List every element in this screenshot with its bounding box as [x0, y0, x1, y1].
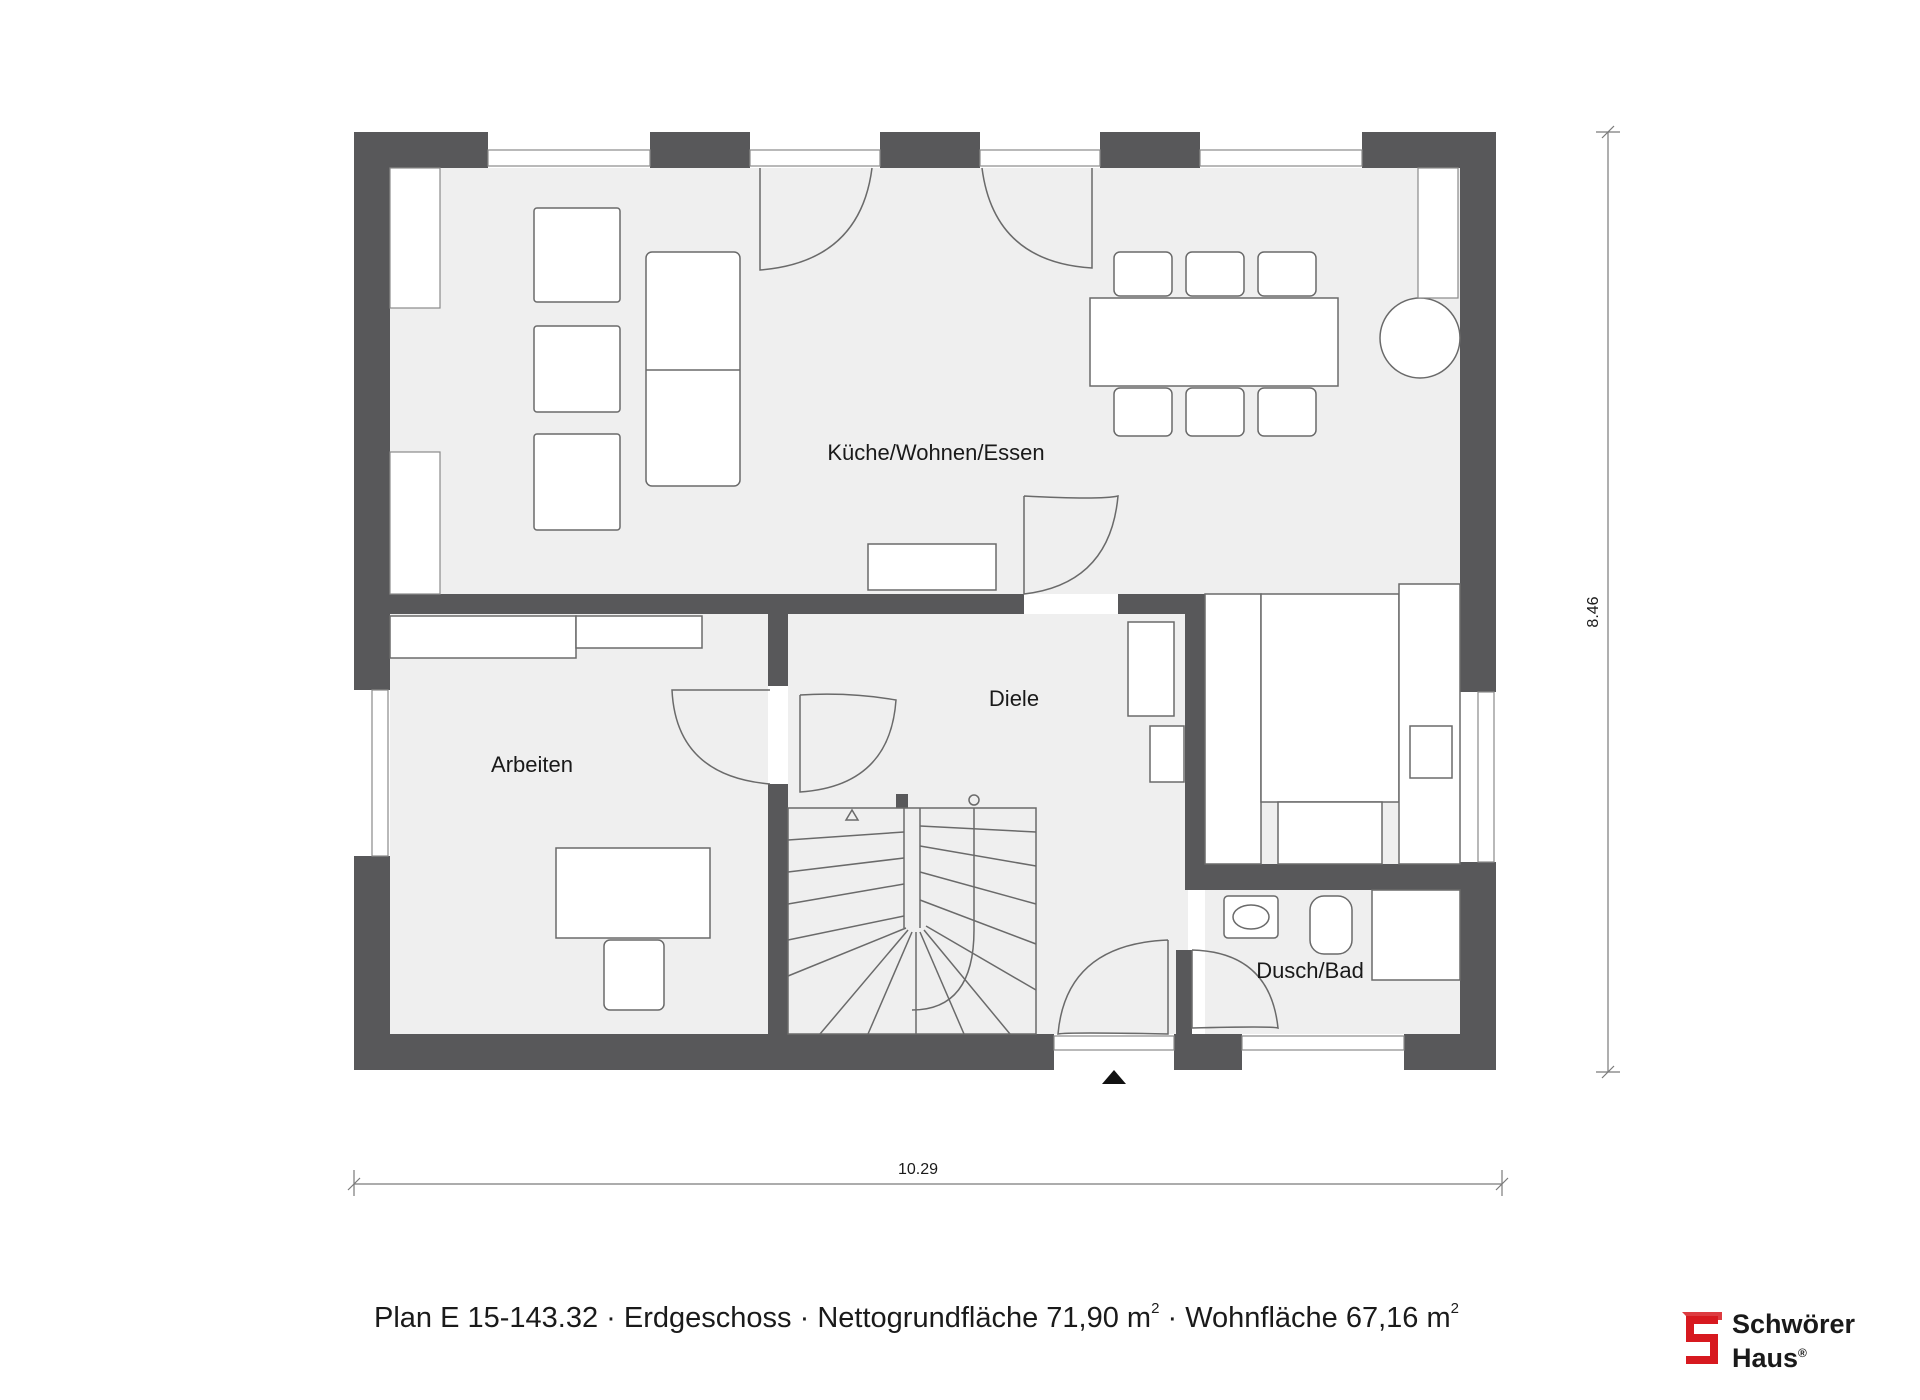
doors	[671, 167, 1279, 1084]
logo-line1: Schwörer	[1732, 1309, 1856, 1339]
unit-exponent: 2	[1151, 1300, 1160, 1317]
unit-exponent: 2	[1450, 1300, 1459, 1317]
plan-caption: Plan E 15-143.32 · Erdgeschoss · Nettogr…	[374, 1300, 1459, 1335]
staircase	[787, 794, 1037, 1035]
exterior-walls	[354, 132, 1496, 1070]
brand-logo: Schwörer Haus®	[1680, 1310, 1895, 1373]
room-label-living: Küche/Wohnen/Essen	[827, 440, 1044, 465]
registered-mark: ®	[1798, 1346, 1807, 1360]
caption-separator: ·	[791, 1302, 818, 1334]
kitchen	[1127, 583, 1461, 865]
study-furniture	[389, 615, 711, 1011]
dimension-depth: 8.46	[1585, 125, 1620, 1079]
caption-separator: ·	[598, 1302, 624, 1334]
logo-line2: Haus	[1732, 1343, 1799, 1373]
caption-separator: ·	[1159, 1302, 1186, 1334]
caption-living-area: Wohnfläche 67,16 m	[1185, 1302, 1451, 1334]
logo-text: Schwörer Haus®	[1732, 1310, 1855, 1373]
caption-net-area: Nettogrundfläche 71,90 m	[817, 1302, 1152, 1334]
dimension-width-label: 10.29	[898, 1161, 938, 1178]
dimension-width: 10.29	[347, 1161, 1509, 1196]
windows	[371, 149, 1495, 1051]
caption-floor: Erdgeschoss	[623, 1302, 792, 1334]
interior-walls	[390, 594, 1496, 1034]
room-labels: Küche/Wohnen/Essen Diele Arbeiten Dusch/…	[491, 440, 1364, 983]
room-label-study: Arbeiten	[491, 752, 573, 777]
bath-fixtures	[1223, 889, 1461, 981]
living-furniture	[389, 167, 1461, 595]
caption-plan: Plan E 15-143.32	[374, 1302, 599, 1334]
dimension-depth-label: 8.46	[1585, 596, 1602, 627]
logo-mark-icon	[1682, 1312, 1722, 1364]
room-label-bath: Dusch/Bad	[1256, 958, 1364, 983]
room-label-hall: Diele	[989, 686, 1039, 711]
